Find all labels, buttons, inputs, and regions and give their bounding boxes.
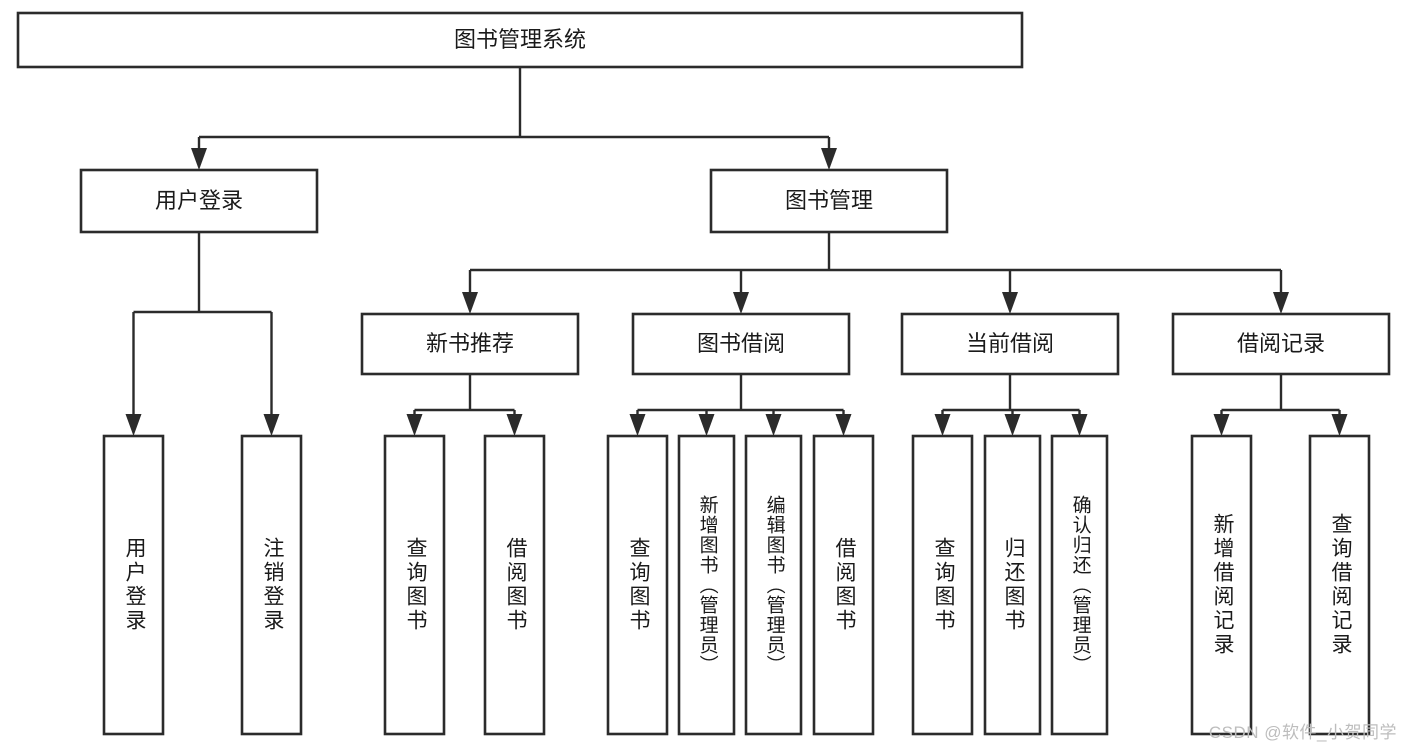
node-leaf-user-logout[interactable]	[240, 434, 303, 736]
node-leaf-borrow-query-book[interactable]	[606, 434, 669, 736]
node-leaf-recommend-borrow-book[interactable]	[483, 434, 546, 736]
node-book-borrow-label: 图书借阅	[697, 331, 785, 356]
node-new-book-recommend[interactable]	[360, 312, 580, 376]
node-root-label: 图书管理系统	[454, 27, 586, 52]
node-leaf-user-login[interactable]	[102, 434, 165, 736]
node-user-login-label: 用户登录	[155, 188, 243, 213]
csdn-watermark: CSDN @软件_小贺同学	[1208, 723, 1397, 742]
node-book-borrow[interactable]	[631, 312, 851, 376]
node-current-borrow[interactable]	[900, 312, 1120, 376]
node-root[interactable]	[16, 11, 1024, 69]
node-current-borrow-label: 当前借阅	[966, 331, 1054, 356]
node-borrow-record[interactable]	[1171, 312, 1391, 376]
node-user-login[interactable]	[79, 168, 319, 234]
node-leaf-borrow-add-book[interactable]	[677, 434, 736, 736]
node-leaf-borrow-edit-book[interactable]	[744, 434, 803, 736]
node-leaf-current-confirm-return[interactable]	[1050, 434, 1109, 736]
node-leaf-record-add[interactable]	[1190, 434, 1253, 736]
node-borrow-record-label: 借阅记录	[1237, 331, 1325, 356]
node-leaf-current-return-book[interactable]	[983, 434, 1042, 736]
node-leaf-record-query[interactable]	[1308, 434, 1371, 736]
node-leaf-borrow-borrow-book[interactable]	[812, 434, 875, 736]
node-book-management[interactable]	[709, 168, 949, 234]
node-book-management-label: 图书管理	[785, 188, 873, 213]
node-new-book-recommend-label: 新书推荐	[426, 331, 514, 356]
node-leaf-recommend-query-book[interactable]	[383, 434, 446, 736]
node-leaf-current-query-book[interactable]	[911, 434, 974, 736]
